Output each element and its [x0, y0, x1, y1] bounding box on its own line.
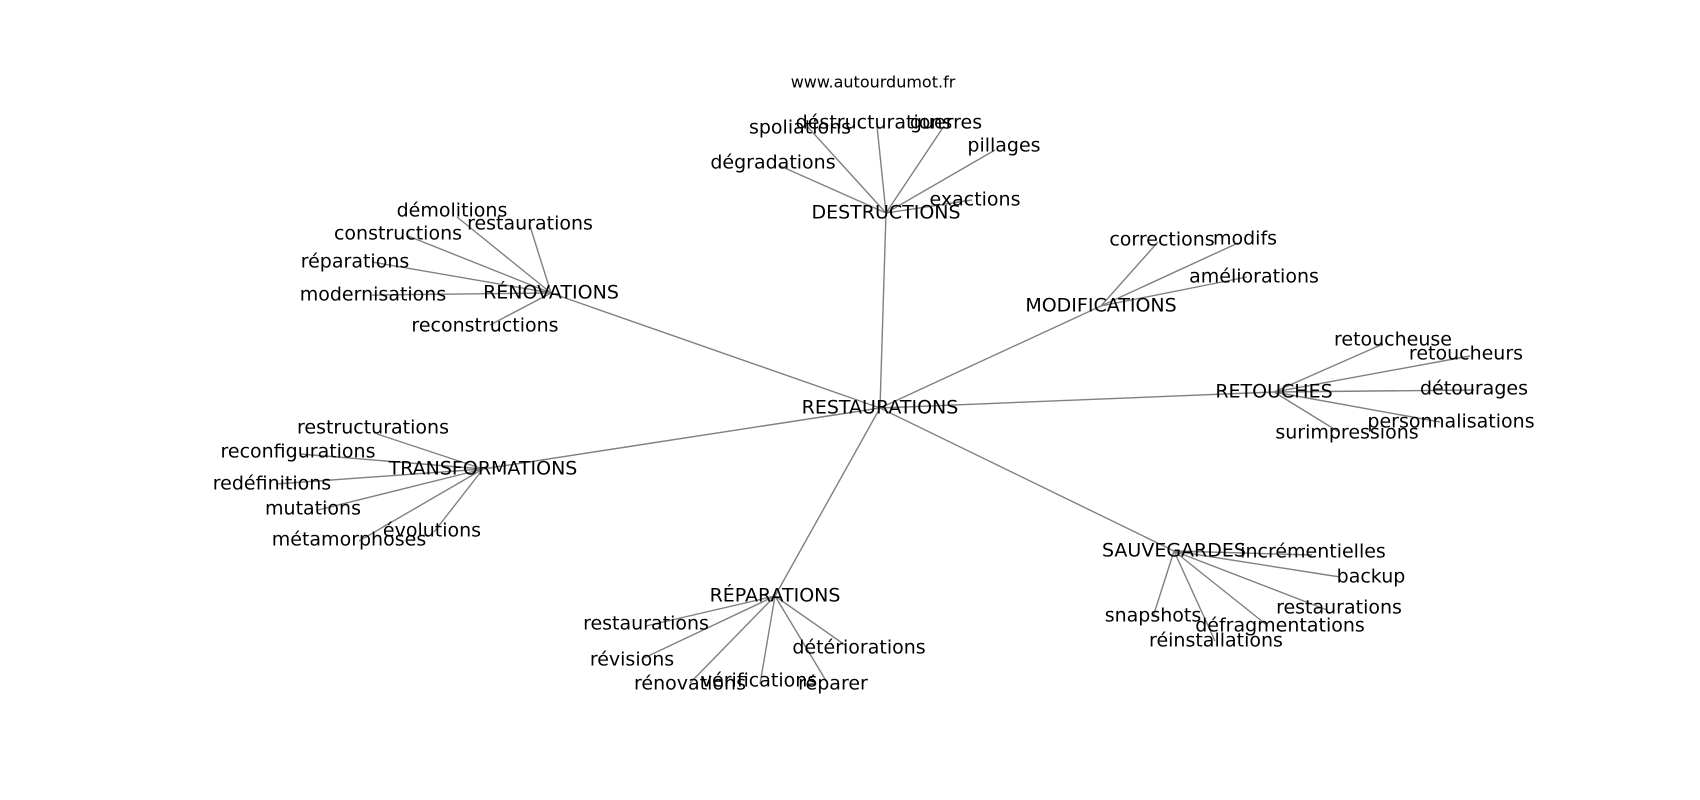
leaf-label: constructions	[334, 223, 462, 245]
leaf-label: rénovations	[634, 673, 746, 695]
leaf-label: restaurations	[583, 613, 709, 635]
leaf-edge	[371, 261, 552, 294]
leaf-edge	[774, 595, 829, 685]
leaf-label: spoliations	[749, 117, 851, 139]
leaf-label: améliorations	[1189, 266, 1319, 288]
leaf-label: snapshots	[1105, 605, 1202, 627]
leaf-label: restructurations	[297, 417, 449, 439]
leaf-label: réparations	[301, 251, 410, 273]
hub-label: DESTRUCTIONS	[811, 202, 960, 224]
leaf-label: retoucheuse	[1334, 329, 1452, 351]
leaf-label: retoucheurs	[1409, 343, 1523, 365]
leaf-label: évolutions	[383, 520, 481, 542]
leaf-edge	[358, 468, 484, 542]
leaf-edge	[1100, 241, 1159, 307]
leaf-edge	[1152, 550, 1175, 618]
leaf-edge	[456, 216, 552, 294]
leaf-edge	[1273, 391, 1340, 433]
hub-edge	[879, 407, 1175, 552]
leaf-edge	[645, 595, 776, 627]
leaf-label: vérifications	[701, 670, 817, 692]
leaf-label: réparer	[798, 673, 868, 695]
leaf-label: déstructurations	[796, 112, 953, 134]
leaf-edge	[489, 292, 552, 326]
leaf-edge	[885, 149, 996, 214]
source-label: www.autourdumot.fr	[791, 73, 956, 92]
leaf-label: surimpressions	[1275, 422, 1418, 444]
leaf-label: redéfinitions	[213, 473, 331, 495]
leaf-label: métamorphoses	[272, 529, 426, 551]
leaf-edge	[1100, 276, 1248, 307]
leaf-label: réinstallations	[1149, 630, 1283, 652]
leaf-edge	[275, 468, 484, 485]
hub-label: TRANSFORMATIONS	[388, 458, 578, 480]
leaf-edge	[689, 595, 776, 684]
leaf-label: restaurations	[1276, 597, 1402, 619]
leaf-edge	[1273, 391, 1441, 423]
leaf-label: reconfigurations	[220, 441, 375, 463]
leaf-label: incrémentielles	[1240, 541, 1386, 563]
leaf-edge	[885, 199, 973, 214]
hub-edge	[879, 305, 1102, 409]
leaf-label: modernisations	[300, 284, 447, 306]
leaf-edge	[876, 125, 887, 214]
leaf-edge	[1273, 343, 1384, 393]
leaf-edge	[1273, 389, 1475, 393]
leaf-label: reconstructions	[411, 315, 558, 337]
leaf-label: backup	[1337, 566, 1406, 588]
leaf-edge	[774, 595, 846, 646]
leaf-edge	[1173, 550, 1216, 642]
leaf-label: dégradations	[710, 152, 835, 174]
hub-edge	[550, 292, 881, 409]
leaf-label: corrections	[1109, 229, 1214, 251]
hub-label: RÉPARATIONS	[710, 584, 841, 607]
leaf-edge	[777, 164, 887, 214]
hub-label: MODIFICATIONS	[1025, 295, 1176, 317]
hub-label: RÉNOVATIONS	[483, 281, 619, 304]
leaf-edge	[643, 595, 776, 659]
leaf-edge	[1173, 550, 1328, 611]
leaf-label: modifs	[1213, 228, 1277, 250]
leaf-edge	[407, 235, 552, 294]
hub-edge	[879, 212, 887, 409]
graph-edges	[275, 124, 1475, 685]
hub-edge	[482, 407, 881, 470]
leaf-label: détourages	[1420, 378, 1528, 400]
hub-label: RETOUCHES	[1215, 381, 1332, 403]
leaf-edge	[371, 292, 552, 296]
leaf-label: restaurations	[467, 213, 593, 235]
leaf-edge	[433, 468, 484, 533]
leaf-label: défragmentations	[1195, 615, 1365, 637]
leaf-edge	[1273, 355, 1471, 393]
leaf-edge	[885, 125, 945, 214]
hub-edge	[774, 407, 881, 597]
leaf-edge	[376, 433, 484, 470]
graph-labels: spoliationsdéstructurationsguerrespillag…	[213, 112, 1535, 695]
leaf-edge	[1100, 242, 1239, 307]
hub-edge	[879, 391, 1275, 409]
leaf-edge	[1173, 550, 1269, 627]
leaf-label: exactions	[930, 189, 1021, 211]
leaf-edge	[317, 468, 484, 511]
leaf-label: pillages	[967, 135, 1040, 157]
hub-label: SAUVEGARDES	[1102, 540, 1246, 562]
leaf-label: guerres	[910, 112, 982, 134]
leaf-edge	[529, 225, 552, 294]
leaf-label: détériorations	[792, 637, 925, 659]
leaf-edge	[759, 595, 776, 685]
leaf-label: mutations	[265, 498, 361, 520]
leaf-edge	[1173, 550, 1313, 556]
leaf-label: révisions	[590, 649, 674, 671]
leaf-edge	[299, 453, 484, 470]
leaf-label: démolitions	[397, 200, 508, 222]
center-label: RESTAURATIONS	[802, 397, 959, 419]
leaf-edge	[1173, 550, 1341, 578]
leaf-label: personnalisations	[1367, 411, 1534, 433]
leaf-edge	[805, 124, 887, 214]
